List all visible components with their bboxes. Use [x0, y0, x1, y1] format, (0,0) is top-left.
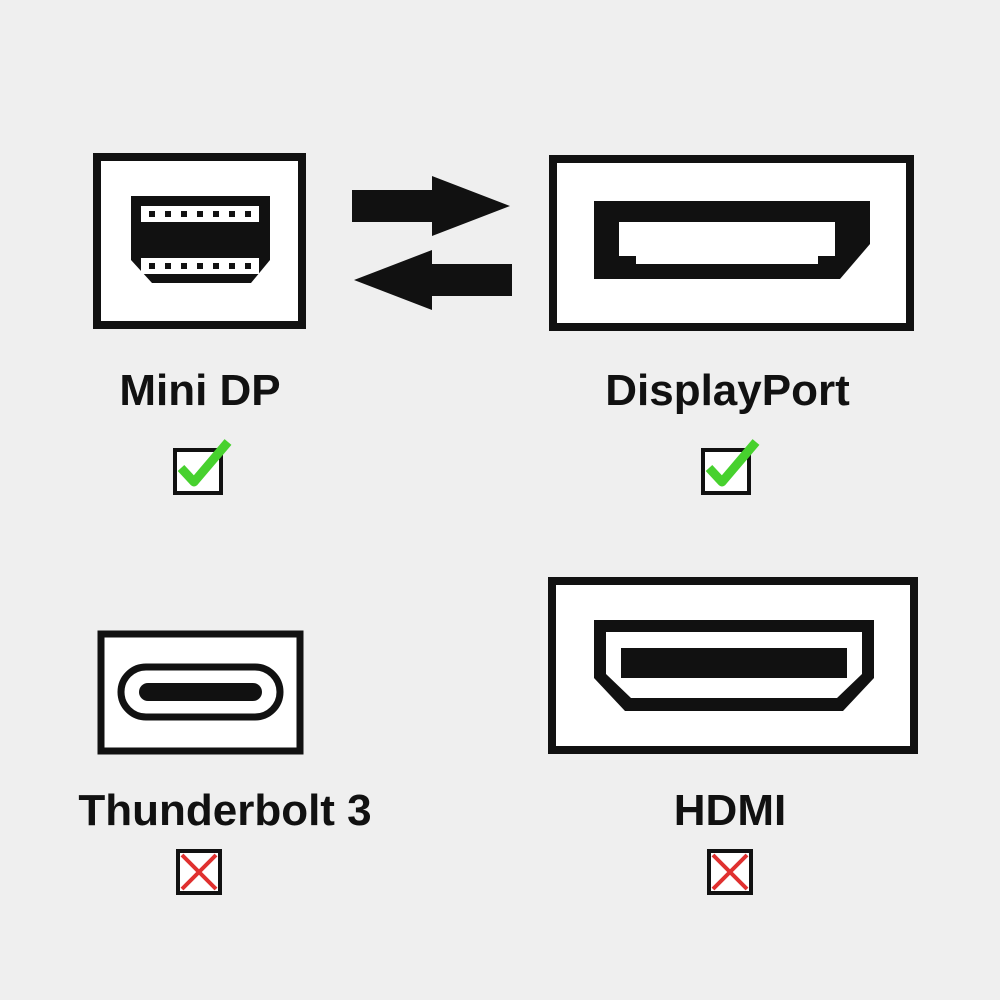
thunderbolt-3-port-icon — [97, 630, 304, 755]
mini-dp-port-icon — [93, 153, 306, 329]
hdmi-red-cross-icon — [706, 848, 754, 896]
mini-dp-label: Mini DP — [119, 366, 281, 415]
displayport-port-icon — [549, 155, 914, 331]
hdmi-label: HDMI — [673, 786, 787, 835]
thunderbolt-3-red-cross-icon — [175, 848, 223, 896]
mini-dp-green-check-icon — [172, 438, 234, 496]
hdmi-port-icon — [548, 577, 918, 754]
displayport-green-check-icon — [700, 438, 762, 496]
thunderbolt-3-label: Thunderbolt 3 — [78, 786, 372, 835]
displayport-label: DisplayPort — [605, 366, 850, 415]
bidirectional-arrows-icon — [352, 176, 512, 310]
